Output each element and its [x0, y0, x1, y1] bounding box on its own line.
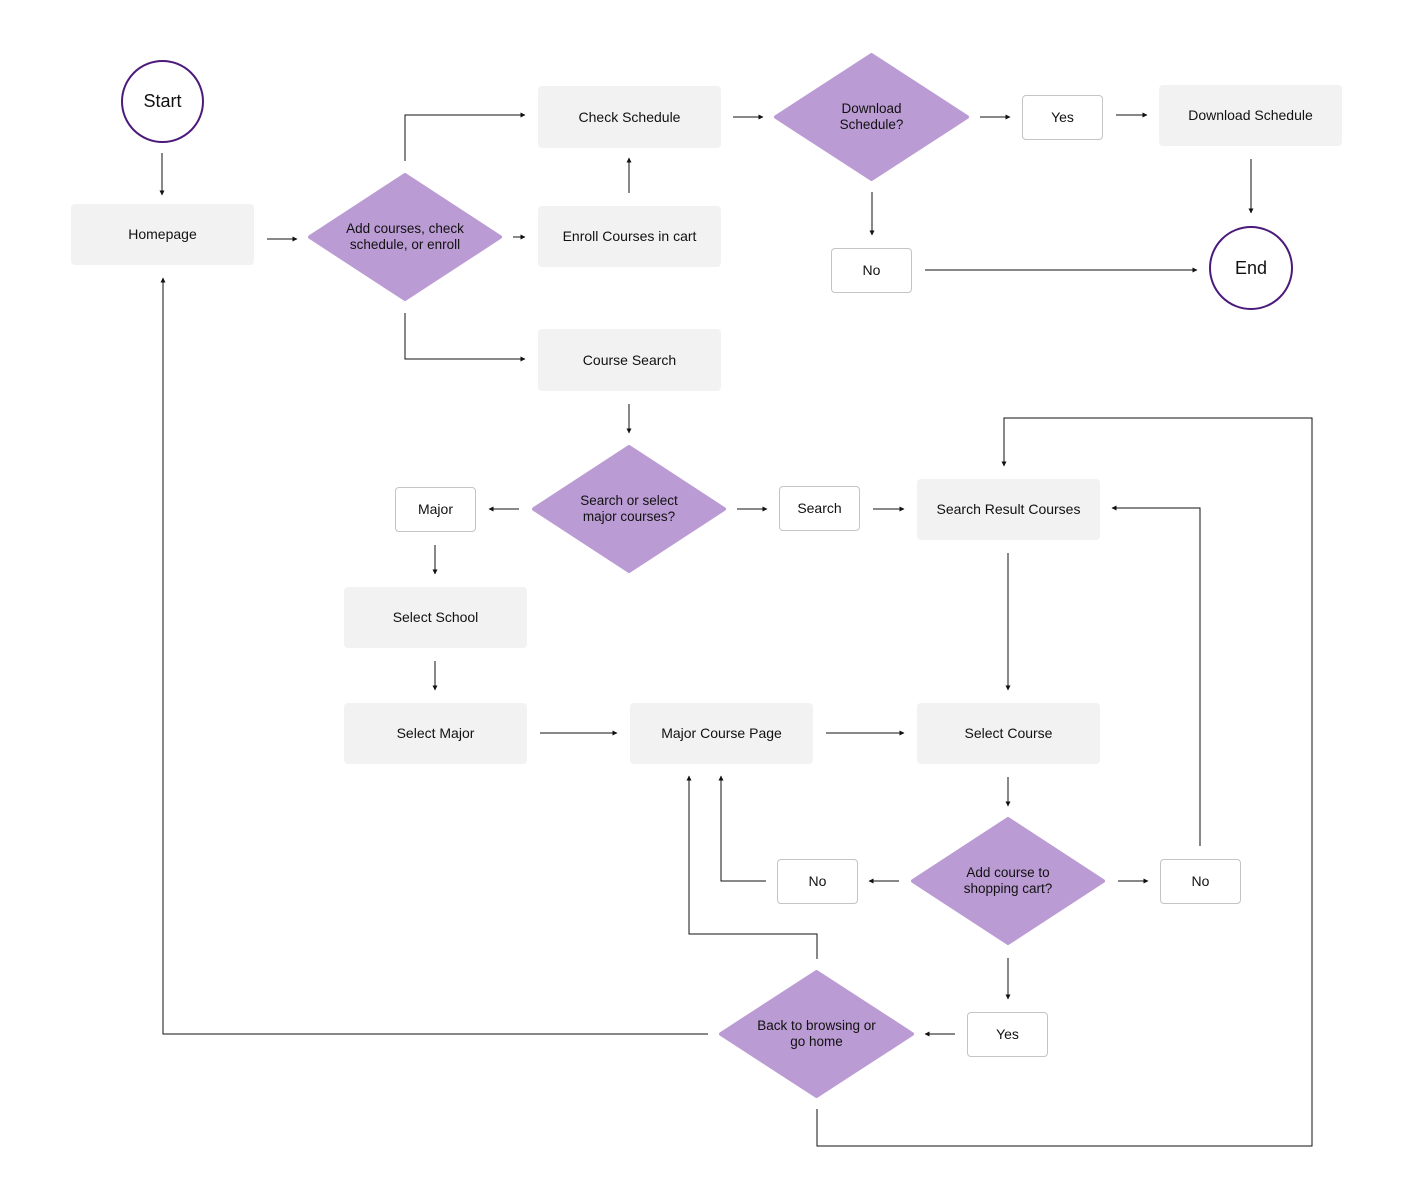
connector-no-left-to-major-course-page	[718, 775, 766, 882]
yes-add-node: Yes	[967, 1012, 1048, 1057]
check-schedule-node: Check Schedule	[538, 86, 721, 148]
decision-search-node: Search or select major courses?	[532, 445, 726, 573]
major-answer-node: Major	[395, 487, 476, 532]
connector-decision-back-to-major-course-page	[686, 775, 818, 959]
homepage-node: Homepage	[71, 204, 254, 265]
search-answer-node: Search	[779, 486, 860, 531]
search-results-node: Search Result Courses	[917, 479, 1100, 540]
select-major-node: Select Major	[344, 703, 527, 764]
no-download-node: No	[831, 248, 912, 293]
connector-no-right-to-search-results	[1111, 505, 1201, 846]
start-node: Start	[121, 60, 204, 143]
enroll-courses-node: Enroll Courses in cart	[538, 206, 721, 267]
connector-decision-main-to-check-schedule	[404, 112, 526, 161]
decision-back-node: Back to browsing or go home	[719, 970, 914, 1098]
connector-decision-back-to-homepage	[160, 277, 708, 1035]
connector-decision-main-to-course-search	[404, 313, 526, 362]
decision-download-node: Download Schedule?	[774, 53, 969, 181]
decision-add-node: Add course to shopping cart?	[911, 817, 1105, 945]
yes-download-node: Yes	[1022, 95, 1103, 140]
major-course-page-node: Major Course Page	[630, 703, 813, 764]
end-node: End	[1209, 226, 1293, 310]
course-search-node: Course Search	[538, 329, 721, 391]
download-schedule-node: Download Schedule	[1159, 85, 1342, 146]
decision-main-node: Add courses, check schedule, or enroll	[308, 173, 502, 301]
no-right-node: No	[1160, 859, 1241, 904]
select-school-node: Select School	[344, 587, 527, 648]
connector-decision-back-to-search-results	[816, 417, 1313, 1147]
select-course-node: Select Course	[917, 703, 1100, 764]
no-left-node: No	[777, 859, 858, 904]
